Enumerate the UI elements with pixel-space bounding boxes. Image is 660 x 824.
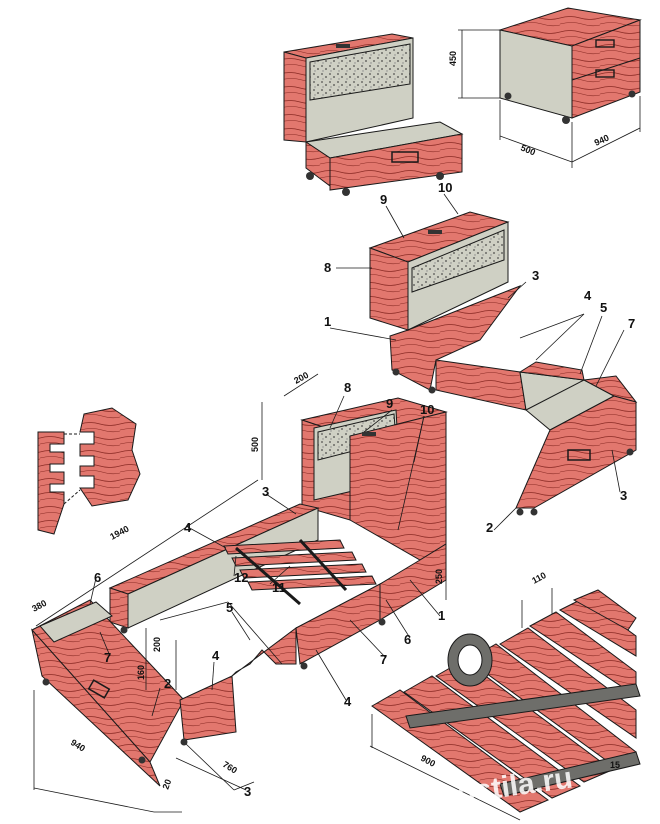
label-7-top: 7: [628, 316, 635, 331]
dim-900: 900: [419, 753, 437, 769]
label-3-right: 3: [620, 488, 627, 503]
dim-200-top: 200: [292, 370, 310, 386]
label-4-front: 4: [212, 648, 220, 663]
leader-lines: [89, 193, 625, 791]
dim-940-top: 940: [593, 133, 611, 148]
label-4-bottom: 4: [344, 694, 352, 709]
label-3-top: 3: [532, 268, 539, 283]
label-3-bottom: 3: [244, 784, 251, 799]
dim-15: 15: [610, 760, 620, 770]
label-5-top: 5: [600, 300, 607, 315]
dim-940-bed: 940: [69, 737, 87, 753]
dim-20: 20: [160, 778, 173, 791]
chest-closed-view: [458, 7, 642, 168]
label-5-bed: 5: [226, 600, 233, 615]
label-11: 11: [272, 580, 286, 595]
part-labels: 8 9 10 1 3 4 5 7 3 2 8 9 10 3 4 12 11 5 …: [94, 180, 635, 799]
label-8-bed: 8: [344, 380, 351, 395]
dim-500-top: 500: [519, 143, 537, 158]
label-6-right: 6: [404, 632, 411, 647]
joint-detail: [37, 407, 141, 535]
dim-160: 160: [136, 665, 146, 680]
dim-200-side: 200: [152, 637, 162, 652]
label-9-top: 9: [380, 192, 387, 207]
unfolding-view: [368, 211, 638, 516]
label-12: 12: [234, 570, 248, 585]
dim-760: 760: [221, 759, 239, 775]
label-2-bed: 2: [164, 676, 171, 691]
label-10-top: 10: [438, 180, 452, 195]
label-4-top: 4: [584, 288, 592, 303]
label-1-bed: 1: [438, 608, 445, 623]
label-8-top: 8: [324, 260, 331, 275]
bed-dimension-lines: [33, 373, 447, 813]
label-9-bed: 9: [386, 396, 393, 411]
chest-open-view: [283, 33, 464, 196]
label-6-left: 6: [94, 570, 101, 585]
label-7-left: 7: [104, 650, 111, 665]
bed-assembled-view: [31, 397, 448, 787]
dim-380: 380: [30, 598, 48, 614]
dim-500-bed: 500: [250, 437, 260, 452]
dim-450: 450: [448, 51, 458, 66]
label-4-bed: 4: [184, 520, 192, 535]
label-7-right: 7: [380, 652, 387, 667]
slat-frame: [223, 538, 377, 606]
dim-110: 110: [530, 570, 548, 586]
label-3-bed: 3: [262, 484, 269, 499]
label-10-bed: 10: [420, 402, 434, 417]
label-2-right: 2: [486, 520, 493, 535]
slat-assembly-view: [369, 588, 641, 821]
label-1-top: 1: [324, 314, 331, 329]
dim-250: 250: [434, 569, 444, 584]
dim-1940: 1940: [108, 524, 130, 542]
